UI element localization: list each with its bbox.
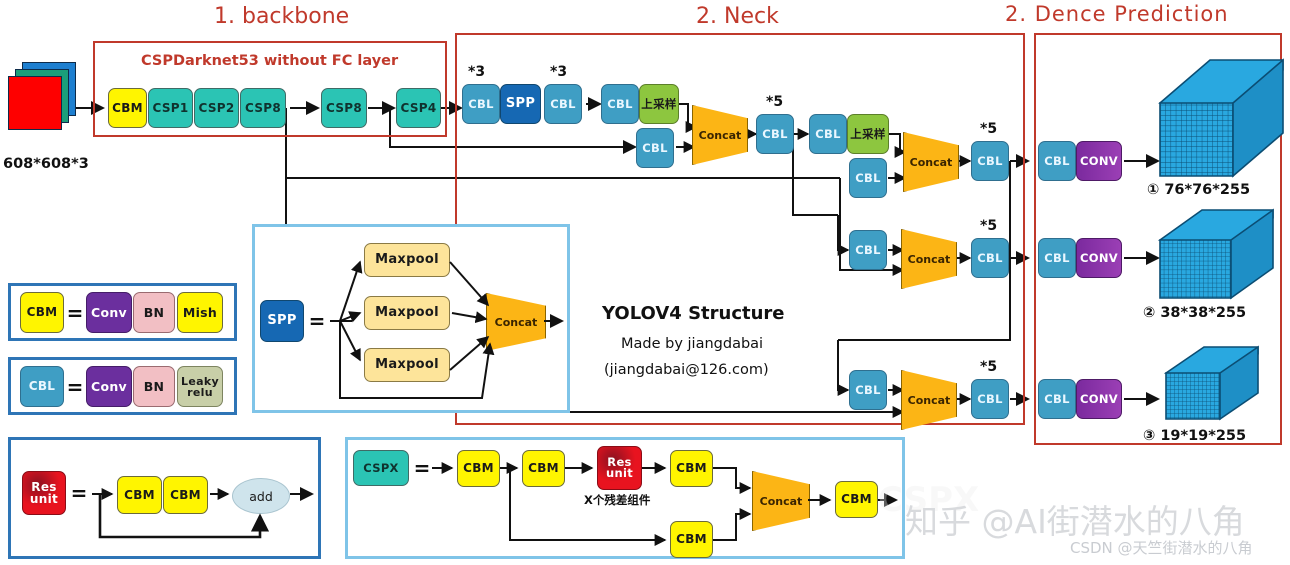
legend-cspx-res-line2: unit — [605, 466, 633, 480]
legend-spp-maxpool-2[interactable]: Maxpool — [364, 296, 450, 330]
backbone-region-box — [93, 41, 447, 137]
legend-resunit-name[interactable]: Res unit — [22, 471, 66, 515]
prediction-cbl-2[interactable]: CBL — [1038, 238, 1076, 278]
legend-resunit-line2: unit — [29, 492, 59, 506]
diagram-title: YOLOV4 Structure — [602, 303, 785, 324]
legend-cbl-name[interactable]: CBL — [20, 366, 64, 407]
multiplier-cbl-5-2: *5 — [980, 121, 998, 137]
backbone-block-cbm[interactable]: CBM — [108, 88, 147, 128]
legend-cspx-cbm-out[interactable]: CBM — [835, 481, 878, 518]
legend-cspx-res-line1: Res — [607, 454, 632, 469]
backbone-box-label: CSPDarknet53 without FC layer — [141, 53, 399, 69]
neck-lateral-cbl-1[interactable]: CBL — [636, 128, 674, 168]
legend-resunit-add[interactable]: add — [232, 478, 290, 514]
multiplier-cbl-3-second: *3 — [550, 64, 568, 80]
neck-cbl-post-spp[interactable]: CBL — [544, 84, 582, 124]
watermark-zhihu: 知乎 @AI街潜水的八角 — [905, 502, 1245, 541]
legend-cbl-leaky-line1: Leaky — [181, 374, 219, 388]
prediction-output-label-1: ① 76*76*255 — [1147, 182, 1251, 198]
multiplier-cbl-5-4: *5 — [980, 359, 998, 375]
backbone-block-csp8-b[interactable]: CSP8 — [321, 88, 367, 128]
neck-lateral-cbl-2[interactable]: CBL — [849, 158, 887, 198]
legend-cspx-cbm-1[interactable]: CBM — [457, 450, 500, 487]
legend-cspx-note: X个残差组件 — [584, 493, 651, 507]
input-image-front — [8, 76, 62, 130]
backbone-block-csp1[interactable]: CSP1 — [148, 88, 193, 128]
prediction-region-box — [1034, 33, 1282, 445]
legend-resunit-equals: = — [70, 481, 88, 505]
backbone-block-csp4[interactable]: CSP4 — [396, 88, 441, 128]
legend-cbm-equals: = — [66, 300, 84, 325]
neck-cbl-before-upsample-1[interactable]: CBL — [601, 84, 639, 124]
neck-downsample-cbl-mid[interactable]: CBL — [849, 230, 887, 270]
prediction-output-cube-1 — [1155, 58, 1285, 178]
legend-cbm-conv[interactable]: Conv — [86, 292, 132, 333]
legend-resunit-cbm-2[interactable]: CBM — [163, 476, 208, 514]
neck-cbl-x5-4[interactable]: CBL — [971, 379, 1009, 419]
legend-cbm-bn[interactable]: BN — [133, 292, 175, 333]
legend-cbm-mish[interactable]: Mish — [177, 292, 223, 333]
section-title-backbone: 1. backbone — [214, 4, 350, 29]
prediction-conv-1[interactable]: CONV — [1076, 141, 1122, 181]
legend-spp-maxpool-1[interactable]: Maxpool — [364, 243, 450, 277]
neck-spp-block[interactable]: SPP — [500, 84, 541, 124]
legend-cbl-equals: = — [66, 374, 84, 399]
neck-upsample-2[interactable]: 上采样 — [847, 114, 889, 154]
neck-cbl-x5-3[interactable]: CBL — [971, 238, 1009, 278]
prediction-conv-3[interactable]: CONV — [1076, 379, 1122, 419]
diagram-email: (jiangdabai@126.com) — [604, 362, 769, 378]
neck-cbl-pre-spp[interactable]: CBL — [462, 84, 500, 124]
neck-cbl-x5-2[interactable]: CBL — [971, 141, 1009, 181]
multiplier-cbl-5-1: *5 — [766, 94, 784, 110]
legend-cspx-equals: = — [413, 456, 431, 480]
legend-cbl-conv[interactable]: Conv — [86, 366, 132, 407]
legend-cspx-cbm-2[interactable]: CBM — [522, 450, 565, 487]
neck-cbl-x5-1[interactable]: CBL — [756, 114, 794, 154]
diagram-author: Made by jiangdabai — [621, 336, 764, 352]
legend-cspx-name[interactable]: CSPX — [353, 450, 409, 486]
section-title-neck: 2. Neck — [696, 4, 779, 29]
legend-cbl-leaky-line2: relu — [187, 385, 213, 399]
prediction-output-cube-2 — [1155, 208, 1275, 300]
watermark-csdn: CSDN @天竺街潜水的八角 — [1070, 539, 1253, 557]
legend-cbm-name[interactable]: CBM — [20, 292, 64, 333]
legend-spp-equals: = — [308, 309, 326, 333]
legend-resunit-cbm-1[interactable]: CBM — [117, 476, 162, 514]
section-title-prediction: 2. Dence Prediction — [1005, 2, 1229, 26]
prediction-output-label-3: ③ 19*19*255 — [1143, 428, 1247, 444]
neck-upsample-1[interactable]: 上采样 — [639, 84, 679, 124]
prediction-cbl-1[interactable]: CBL — [1038, 141, 1076, 181]
neck-downsample-cbl-bottom[interactable]: CBL — [849, 370, 887, 410]
legend-spp-name[interactable]: SPP — [260, 300, 304, 342]
neck-cbl-before-upsample-2[interactable]: CBL — [809, 114, 847, 154]
legend-cspx-resunit[interactable]: Res unit — [597, 446, 642, 490]
prediction-cbl-3[interactable]: CBL — [1038, 379, 1076, 419]
watermark-ghost: CSPX — [878, 480, 980, 520]
legend-cspx-cbm-3[interactable]: CBM — [670, 450, 713, 487]
multiplier-cbl-3-first: *3 — [468, 64, 486, 80]
prediction-output-cube-3 — [1162, 345, 1262, 425]
backbone-block-csp2[interactable]: CSP2 — [194, 88, 239, 128]
backbone-block-csp8-a[interactable]: CSP8 — [240, 88, 286, 128]
prediction-conv-2[interactable]: CONV — [1076, 238, 1122, 278]
prediction-output-label-2: ② 38*38*255 — [1143, 305, 1247, 321]
legend-cspx-cbm-skip[interactable]: CBM — [670, 521, 713, 558]
legend-cbl-leakyrelu[interactable]: Leaky relu — [177, 366, 223, 407]
legend-cbl-bn[interactable]: BN — [133, 366, 175, 407]
legend-resunit-line1: Res — [31, 480, 57, 494]
input-shape-label: 608*608*3 — [3, 156, 89, 172]
legend-spp-maxpool-3[interactable]: Maxpool — [364, 348, 450, 382]
multiplier-cbl-5-3: *5 — [980, 218, 998, 234]
